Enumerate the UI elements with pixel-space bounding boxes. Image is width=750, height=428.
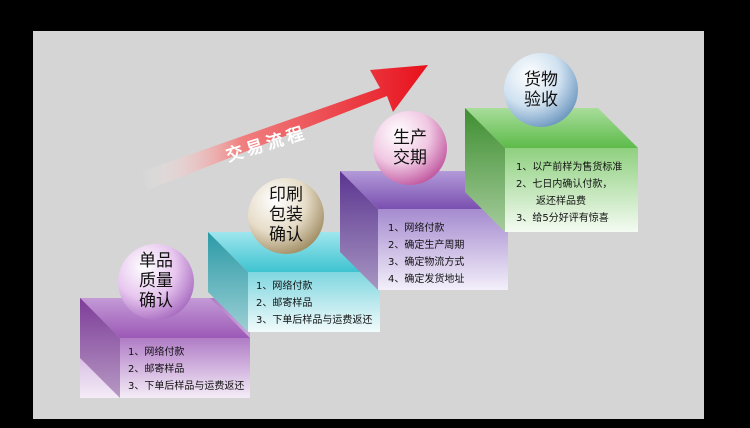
flow-arrow — [140, 65, 428, 190]
step-4-note: 返还样品费 — [536, 196, 586, 207]
step-4-note: 1、以产前样为售货标准 — [516, 162, 623, 173]
step-1-note: 1、网络付款 — [128, 347, 185, 358]
step-1-note: 3、下单后样品与运费返还 — [128, 381, 245, 392]
step-1-title-line: 确认 — [139, 291, 173, 311]
step-2-note: 1、网络付款 — [256, 281, 313, 292]
step-4-title-line: 货物 — [524, 70, 558, 90]
step-3-note: 3、确定物流方式 — [388, 257, 465, 268]
step-1-title-line: 质量 — [139, 271, 173, 291]
step-2-note: 2、邮寄样品 — [256, 298, 313, 309]
step-4-notes: 1、以产前样为售货标准 2、七日内确认付款， 返还样品费 3、给5分好评有惊喜 — [516, 159, 622, 227]
step-4-block — [465, 108, 638, 232]
step-1-note: 2、邮寄样品 — [128, 364, 185, 375]
step-3-note: 4、确定发货地址 — [388, 274, 465, 285]
step-3-notes: 1、网络付款 2、确定生产周期 3、确定物流方式 4、确定发货地址 — [388, 220, 464, 288]
step-2-title-line: 印刷 — [269, 185, 303, 205]
step-2-note: 3、下单后样品与运费返还 — [256, 315, 373, 326]
step-3-ball — [373, 111, 447, 185]
step-3-title: 生产 交期 — [378, 128, 442, 168]
step-3-note: 1、网络付款 — [388, 223, 445, 234]
step-1-title-line: 单品 — [139, 251, 173, 271]
step-1-notes: 1、网络付款 2、邮寄样品 3、下单后样品与运费返还 — [128, 344, 244, 395]
step-4-note: 3、给5分好评有惊喜 — [516, 213, 609, 224]
step-4-ball — [504, 53, 578, 127]
step-1-ball — [118, 244, 194, 320]
step-3-title-line: 交期 — [393, 148, 427, 168]
step-4-note: 2、七日内确认付款， — [516, 179, 613, 190]
step-1-title: 单品 质量 确认 — [124, 251, 188, 311]
step-2-notes: 1、网络付款 2、邮寄样品 3、下单后样品与运费返还 — [256, 278, 372, 329]
step-2-title-line: 包装 — [269, 205, 303, 225]
step-4-title: 货物 验收 — [509, 70, 573, 110]
step-2-title: 印刷 包装 确认 — [254, 185, 318, 245]
step-4-title-line: 验收 — [524, 90, 558, 110]
step-3-title-line: 生产 — [393, 128, 427, 148]
step-2-ball — [248, 178, 324, 254]
step-3-note: 2、确定生产周期 — [388, 240, 465, 251]
step-2-title-line: 确认 — [269, 225, 303, 245]
